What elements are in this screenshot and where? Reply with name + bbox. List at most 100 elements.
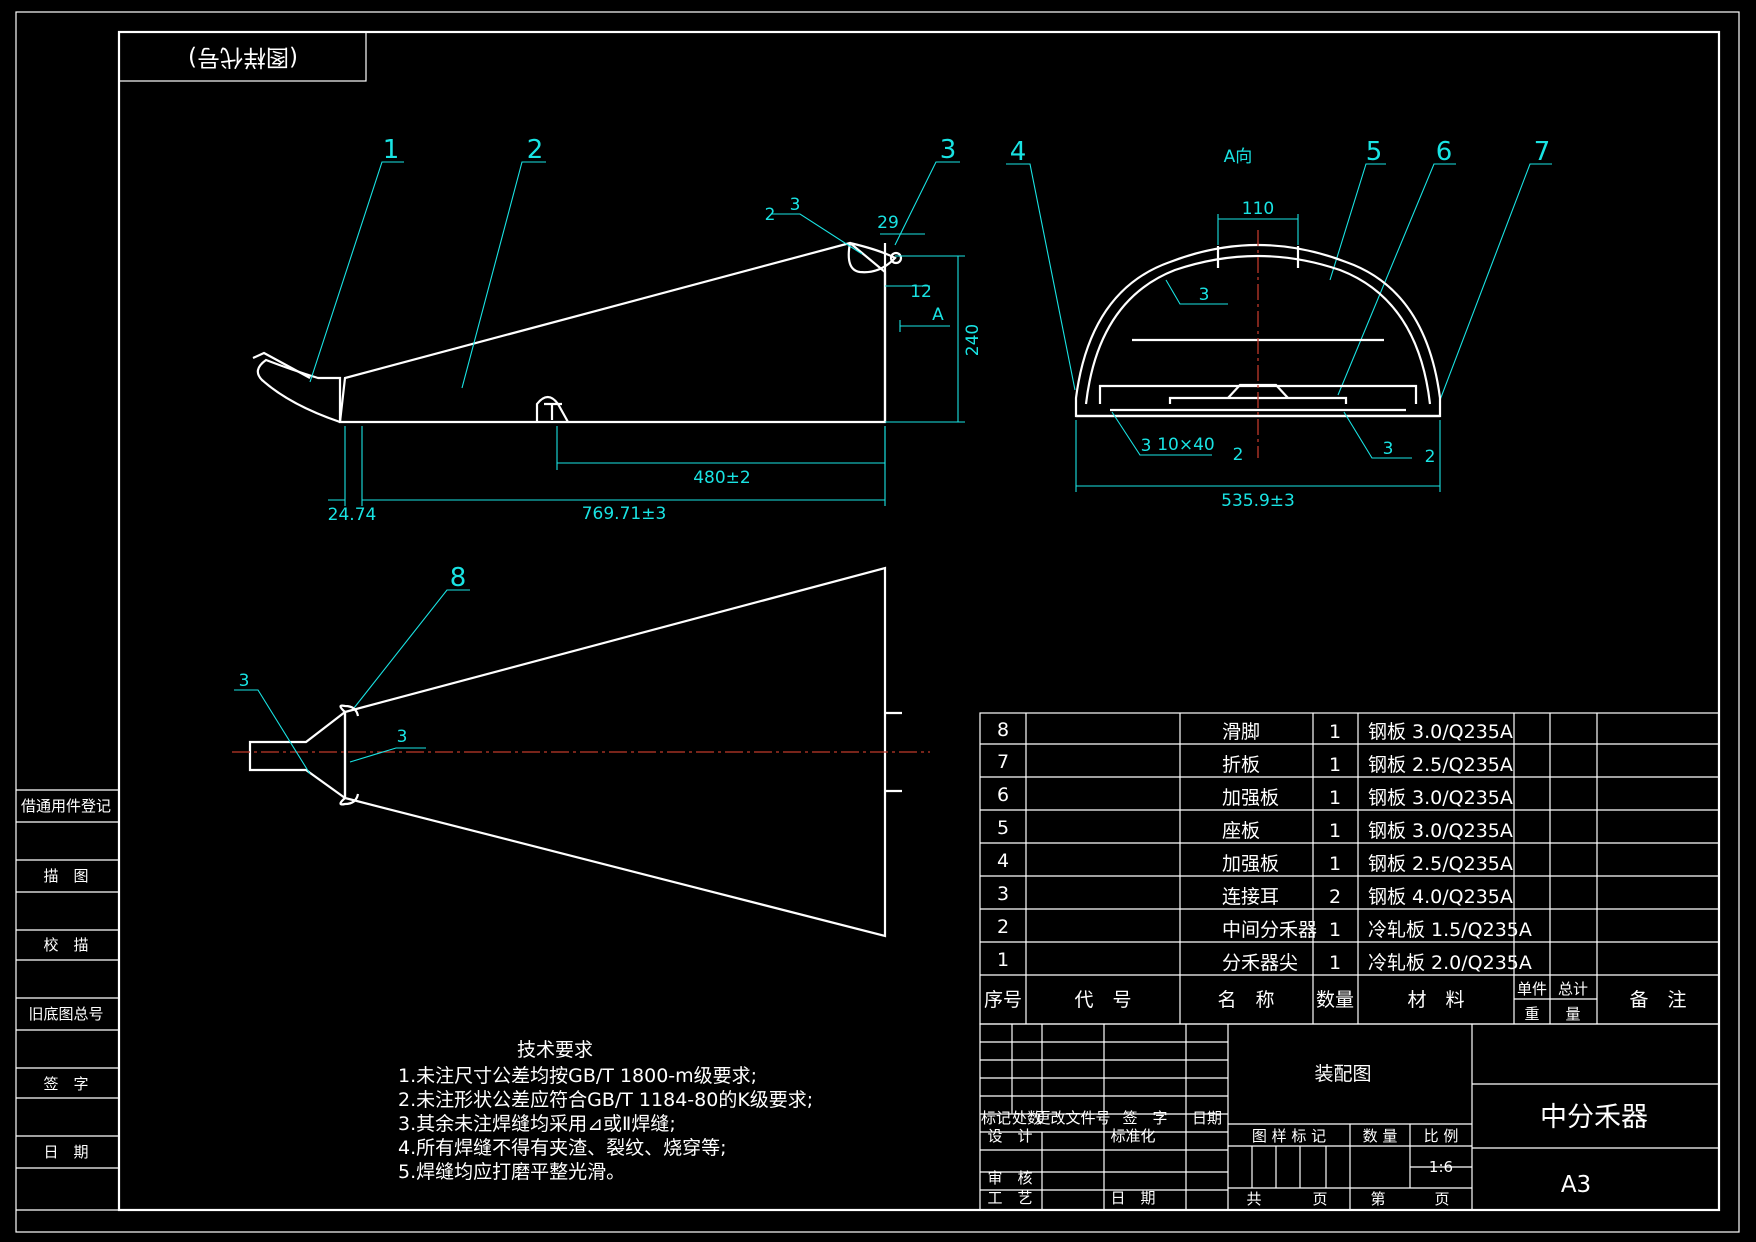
- view-label: A向: [1224, 147, 1253, 167]
- tech-line-3: 3.其余未注焊缝均采用⊿或Ⅱ焊缝;: [398, 1113, 676, 1135]
- weld-3-top: 3: [1199, 285, 1210, 305]
- row4-qty: 1: [1329, 853, 1341, 875]
- hdr-total-weight-2: 量: [1565, 1005, 1580, 1023]
- dim-480: 480±2: [693, 468, 751, 488]
- end-view: A向: [1074, 147, 1442, 458]
- row6-no: 6: [997, 784, 1009, 806]
- tech-line-2: 2.未注形状公差应符合GB/T 1184-80的K级要求;: [398, 1089, 813, 1111]
- row3-qty: 2: [1329, 886, 1341, 908]
- dim-12: 12: [910, 282, 932, 302]
- left-item-1: 描 图: [43, 867, 88, 885]
- part-no-7: 7: [1534, 137, 1551, 167]
- row2-qty: 1: [1329, 919, 1341, 941]
- hdr-material: 材 料: [1407, 989, 1464, 1011]
- tb-check: 审 核: [987, 1169, 1032, 1187]
- row2-mat: 冷轧板 1.5/Q235A: [1368, 919, 1532, 941]
- dim-10x40: 10×40: [1157, 435, 1215, 455]
- weld-3-left: 3: [1141, 436, 1152, 456]
- part-no-2: 2: [527, 135, 544, 165]
- row1-no: 1: [997, 949, 1009, 971]
- sheet-mark: (图样代号): [188, 44, 298, 70]
- tech-line-1: 1.未注尺寸公差均按GB/T 1800-m级要求;: [398, 1065, 757, 1087]
- part-no-5: 5: [1366, 137, 1383, 167]
- row5-qty: 1: [1329, 820, 1341, 842]
- dim-110: 110: [1242, 199, 1274, 219]
- left-item-0: 借通用件登记: [21, 797, 111, 815]
- dim-29: 29: [877, 213, 899, 233]
- row6-name: 加强板: [1222, 787, 1279, 809]
- row7-qty: 1: [1329, 754, 1341, 776]
- dim-535: 535.9±3: [1221, 491, 1295, 511]
- side-view: [252, 241, 903, 424]
- row5-no: 5: [997, 817, 1009, 839]
- hdr-no: 序号: [984, 989, 1022, 1011]
- tb-ratio: 比 例: [1424, 1127, 1459, 1145]
- row2-name: 中间分禾器: [1222, 919, 1317, 941]
- left-item-4: 签 字: [43, 1075, 88, 1093]
- left-item-5: 日 期: [43, 1143, 88, 1161]
- part-no-3: 3: [940, 135, 957, 165]
- row8-qty: 1: [1329, 721, 1341, 743]
- tech-line-5: 5.焊缝均应打磨平整光滑。: [398, 1161, 625, 1183]
- tb-sample-mark: 图 样 标 记: [1252, 1127, 1326, 1145]
- end-view-dims: 110 535.9±3 3 10×40 2 3 2 3: [1075, 199, 1441, 511]
- tb-quantity: 数 量: [1363, 1127, 1398, 1145]
- row3-mat: 钢板 4.0/Q235A: [1368, 886, 1513, 908]
- weld-2: 2: [765, 205, 776, 225]
- weld-3-top-view-b: 3: [397, 727, 408, 747]
- title-block: 标记 处数 更改文件号 签 字 日期 设 计 标准化 审 核 工 艺 日 期 装…: [979, 1023, 1720, 1211]
- tb-process: 工 艺: [987, 1189, 1032, 1207]
- hdr-unit-weight-2: 重: [1524, 1005, 1539, 1023]
- part-no-6: 6: [1436, 137, 1453, 167]
- row7-no: 7: [997, 751, 1009, 773]
- top-view: 3 3: [232, 566, 930, 938]
- hdr-remark: 备 注: [1629, 989, 1686, 1011]
- tb-part-name: 中分禾器: [1540, 1102, 1648, 1133]
- part-no-4: 4: [1010, 137, 1027, 167]
- tb-page: 页: [1312, 1190, 1327, 1208]
- row1-name: 分禾器尖: [1222, 952, 1298, 974]
- hdr-qty: 数量: [1316, 989, 1354, 1011]
- part-no-1: 1: [383, 135, 400, 165]
- parts-table: 8 滑脚 1 钢板 3.0/Q235A 7 折板 1 钢板 2.5/Q235A …: [979, 712, 1720, 1025]
- tb-total: 共: [1246, 1190, 1261, 1208]
- tb-page2: 页: [1434, 1190, 1449, 1208]
- side-view-dims: 24.74 769.71±3 480±2 240 29 12 A 2 3: [328, 195, 983, 525]
- tb-date: 日 期: [1110, 1189, 1155, 1207]
- tb-ratio-value: 1:6: [1429, 1158, 1453, 1176]
- weld-3-top-view: 3: [239, 671, 250, 691]
- left-column: 借通用件登记 描 图 校 描 旧底图总号 签 字 日 期: [16, 789, 119, 1211]
- rev-mark: 标记: [981, 1109, 1011, 1127]
- weld-2-right: 2: [1425, 447, 1436, 467]
- row7-mat: 钢板 2.5/Q235A: [1368, 754, 1513, 776]
- hdr-unit-weight-1: 单件: [1517, 980, 1547, 998]
- dim-240: 240: [963, 324, 983, 356]
- hdr-name: 名 称: [1217, 989, 1274, 1011]
- row8-name: 滑脚: [1222, 721, 1260, 743]
- sheet-border: (图样代号): [15, 11, 1740, 1233]
- tb-design: 设 计: [987, 1127, 1032, 1145]
- weld-3-right: 3: [1383, 439, 1394, 459]
- row6-mat: 钢板 3.0/Q235A: [1368, 787, 1513, 809]
- part-no-8: 8: [450, 563, 467, 593]
- rev-doc: 更改文件号: [1035, 1109, 1110, 1127]
- left-item-2: 校 描: [43, 936, 88, 954]
- rev-date: 日期: [1192, 1109, 1222, 1127]
- hdr-total-weight-1: 总计: [1558, 980, 1588, 998]
- row4-no: 4: [997, 850, 1009, 872]
- left-item-3: 旧底图总号: [28, 1005, 103, 1023]
- row1-qty: 1: [1329, 952, 1341, 974]
- rev-sign: 签 字: [1122, 1109, 1167, 1127]
- row2-no: 2: [997, 916, 1009, 938]
- weld-2-left: 2: [1233, 445, 1244, 465]
- row4-mat: 钢板 2.5/Q235A: [1368, 853, 1513, 875]
- tb-standardize: 标准化: [1110, 1127, 1155, 1145]
- row6-qty: 1: [1329, 787, 1341, 809]
- row4-name: 加强板: [1222, 853, 1279, 875]
- row8-no: 8: [997, 719, 1009, 741]
- tech-title: 技术要求: [517, 1039, 593, 1061]
- row8-mat: 钢板 3.0/Q235A: [1368, 721, 1513, 743]
- dim-A: A: [932, 305, 944, 325]
- rev-count: 处数: [1012, 1109, 1042, 1127]
